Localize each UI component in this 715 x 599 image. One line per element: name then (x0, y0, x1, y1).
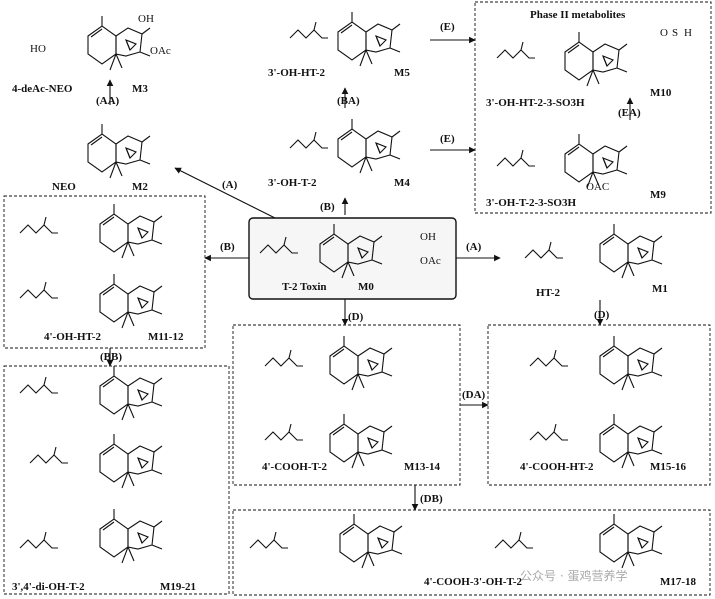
compound-name: 4'-COOH-3'-OH-T-2 (424, 576, 522, 588)
labels: Phase II metabolites T-2 Toxin M0 4-deAc… (12, 9, 697, 593)
compound-name: 3'-OH-HT-2-3-SO3H (486, 97, 585, 109)
compound-name: 3'-OH-HT-2 (268, 67, 326, 79)
compound-name: 4'-COOH-HT-2 (520, 461, 594, 473)
atom-label: OAc (420, 255, 441, 267)
pathway-label: (B) (320, 201, 335, 213)
pathway-label: (E) (440, 133, 455, 145)
compound-id: M1 (652, 283, 668, 295)
pathway-label: (DA) (462, 389, 486, 401)
pathway-label: (EA) (618, 107, 641, 119)
pathway-label: (BB) (100, 351, 122, 363)
pathway-bb-box (3, 365, 230, 595)
pathway-label: (D) (594, 309, 610, 321)
compound-id: M13-14 (404, 461, 441, 473)
compound-id: M19-21 (160, 581, 196, 593)
watermark: 公众号 · 蛋鸡营养学 (520, 568, 627, 583)
compound-name: HT-2 (536, 287, 561, 299)
compound-id: M17-18 (660, 576, 697, 588)
phase-ii-title: Phase II metabolites (530, 9, 626, 21)
pathway-label: (DB) (420, 493, 443, 505)
compound-id: M10 (650, 87, 672, 99)
pathway-label: (B) (220, 241, 235, 253)
pathway-label: (A) (222, 179, 238, 191)
compound-name: 3'-OH-T-2 (268, 177, 317, 189)
atom-label: OH (138, 13, 154, 25)
atom-label: O (660, 27, 668, 39)
compound-name: 3'-OH-T-2-3-SO3H (486, 197, 576, 209)
compound-name: NEO (52, 181, 76, 193)
atom-label: OH (420, 231, 436, 243)
atom-label: HO (30, 43, 46, 55)
atom-label: H (684, 27, 692, 39)
pathway-b-box (3, 195, 206, 349)
pathway-label: (AA) (96, 95, 120, 107)
phase-ii-box (474, 1, 712, 214)
pathway-db-box (232, 509, 711, 596)
parent-name: T-2 Toxin (282, 281, 327, 293)
compound-id: M5 (394, 67, 410, 79)
compound-id: M11-12 (148, 331, 184, 343)
pathway-label: (D) (348, 311, 364, 323)
compound-id: M4 (394, 177, 410, 189)
pathway-label: (A) (466, 241, 482, 253)
atom-label: S (672, 27, 678, 39)
arrows (106, 36, 634, 511)
compound-id: M9 (650, 189, 666, 201)
pathway-label: (BA) (337, 95, 360, 107)
compound-id: M3 (132, 83, 148, 95)
parent-id: M0 (358, 281, 374, 293)
atom-label: OAc (150, 45, 171, 57)
compound-id: M2 (132, 181, 148, 193)
compound-name: 4-deAc-NEO (12, 83, 73, 95)
atom-label: OAC (586, 181, 609, 193)
pathway-label: (E) (440, 21, 455, 33)
compound-name: 4'-OH-HT-2 (44, 331, 102, 343)
compound-id: M15-16 (650, 461, 687, 473)
compound-name: 4'-COOH-T-2 (262, 461, 327, 473)
compound-name: 3',4'-di-OH-T-2 (12, 581, 85, 593)
